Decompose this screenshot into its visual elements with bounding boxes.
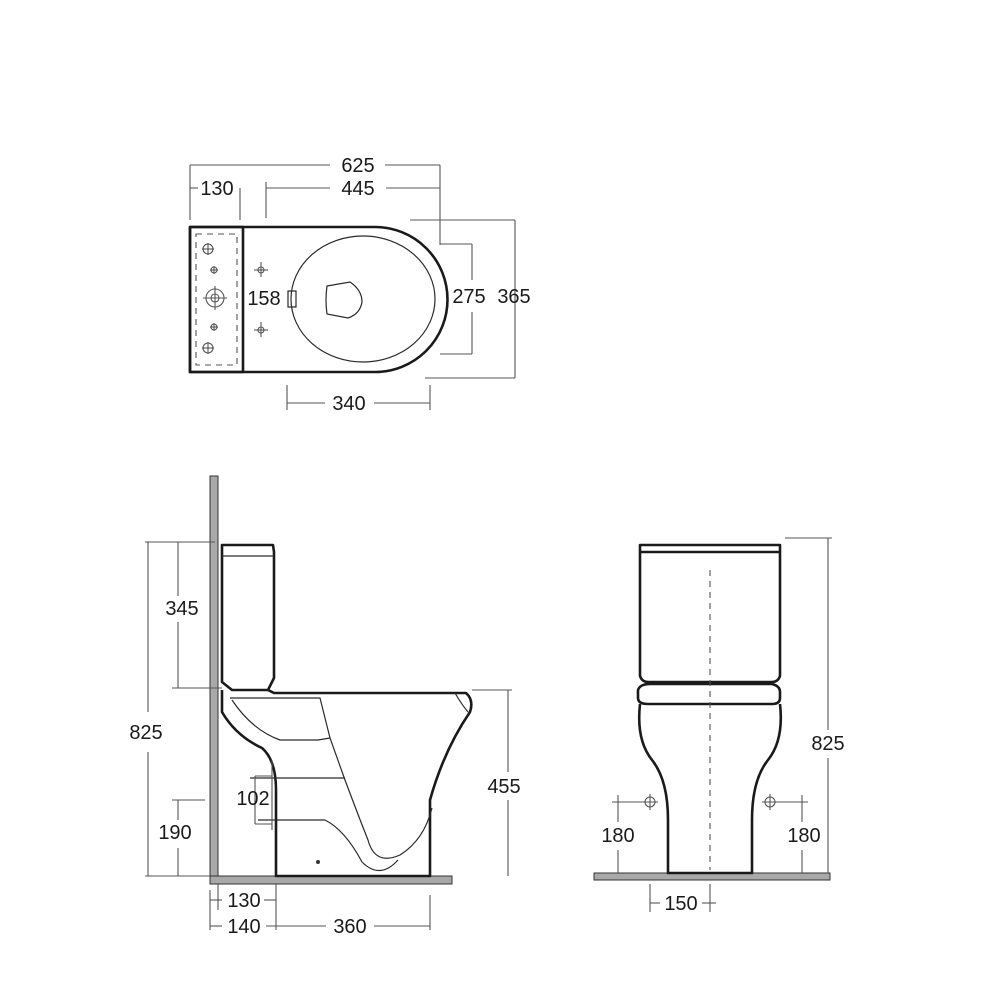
dim-front-right-fixing-height: 180 <box>787 825 820 847</box>
front-dimensions <box>617 537 832 912</box>
plan-seat-gap <box>325 281 363 319</box>
dim-side-wall-to-outlet: 130 <box>227 890 260 912</box>
dim-side-cistern-height: 345 <box>165 598 198 620</box>
front-pan <box>637 703 783 875</box>
plan-view: 625 130 445 158 275 365 340 <box>188 155 531 415</box>
dim-side-overall-height: 825 <box>129 722 162 744</box>
dim-plan-pan-length: 445 <box>341 178 374 200</box>
plan-dimensions <box>189 164 516 410</box>
side-wall <box>209 475 219 885</box>
side-trap <box>230 697 433 859</box>
dim-side-wall-to-base: 140 <box>227 916 260 938</box>
dim-front-base-width: 150 <box>664 893 697 915</box>
dim-side-seat-height: 455 <box>487 776 520 798</box>
dim-front-overall-height: 825 <box>811 733 844 755</box>
dim-plan-fixing-spacing: 158 <box>247 288 280 310</box>
dim-plan-overall-length: 625 <box>341 155 374 177</box>
front-view: 825 180 180 150 <box>593 537 845 915</box>
dim-plan-pan-depth: 340 <box>332 393 365 415</box>
dim-side-outlet-diameter: 102 <box>236 788 269 810</box>
front-seat <box>636 682 782 706</box>
side-dimensions <box>145 541 512 930</box>
dim-plan-seat-width: 275 <box>452 286 485 308</box>
dim-front-left-fixing-height: 180 <box>601 825 634 847</box>
dim-side-waste-height: 190 <box>158 822 191 844</box>
front-fixing-holes <box>612 794 808 810</box>
side-pan <box>220 688 473 878</box>
side-cistern <box>220 543 276 692</box>
plan-bowl <box>290 235 436 363</box>
plan-outline <box>188 225 449 374</box>
dim-plan-overall-width: 365 <box>497 286 530 308</box>
plan-fixing-holes <box>202 243 268 354</box>
dim-plan-cistern-depth: 130 <box>200 178 233 200</box>
plan-cistern <box>188 225 245 374</box>
plan-hinge <box>287 290 297 308</box>
side-view: 345 825 190 102 455 130 140 360 <box>129 475 521 938</box>
plan-cistern-inner <box>195 233 238 366</box>
dim-side-base-length: 360 <box>333 916 366 938</box>
